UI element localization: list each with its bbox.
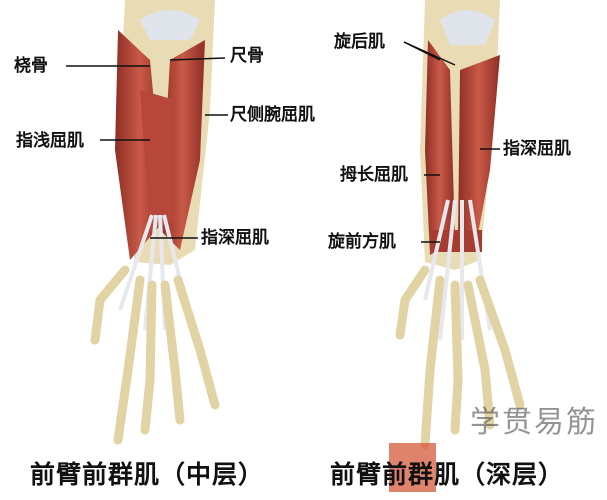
label-flexor-carpi-ulnaris: 尺侧腕屈肌 [230,105,315,125]
label-ulna: 尺骨 [230,46,264,66]
label-supinator: 旋后肌 [334,32,385,52]
right-forearm [395,0,525,450]
label-pronator-quadratus: 旋前方肌 [328,232,396,252]
left-forearm [90,0,220,445]
watermark: 学贯易筋 [470,405,598,440]
label-flexor-digitorum-profundus-right: 指深屈肌 [503,139,571,159]
label-flexor-pollicis-longus: 拇长屈肌 [340,165,408,185]
left-figure-title: 前臂前群肌（中层） [30,460,265,489]
label-radius: 桡骨 [14,56,48,76]
leader-lines [66,41,500,243]
label-flexor-digitorum-superficialis: 指浅屈肌 [16,131,84,151]
label-flexor-digitorum-profundus-left: 指深屈肌 [201,228,269,248]
watermark-seal [389,443,436,492]
right-figure-title: 前臂前群肌（深层） [330,460,565,489]
